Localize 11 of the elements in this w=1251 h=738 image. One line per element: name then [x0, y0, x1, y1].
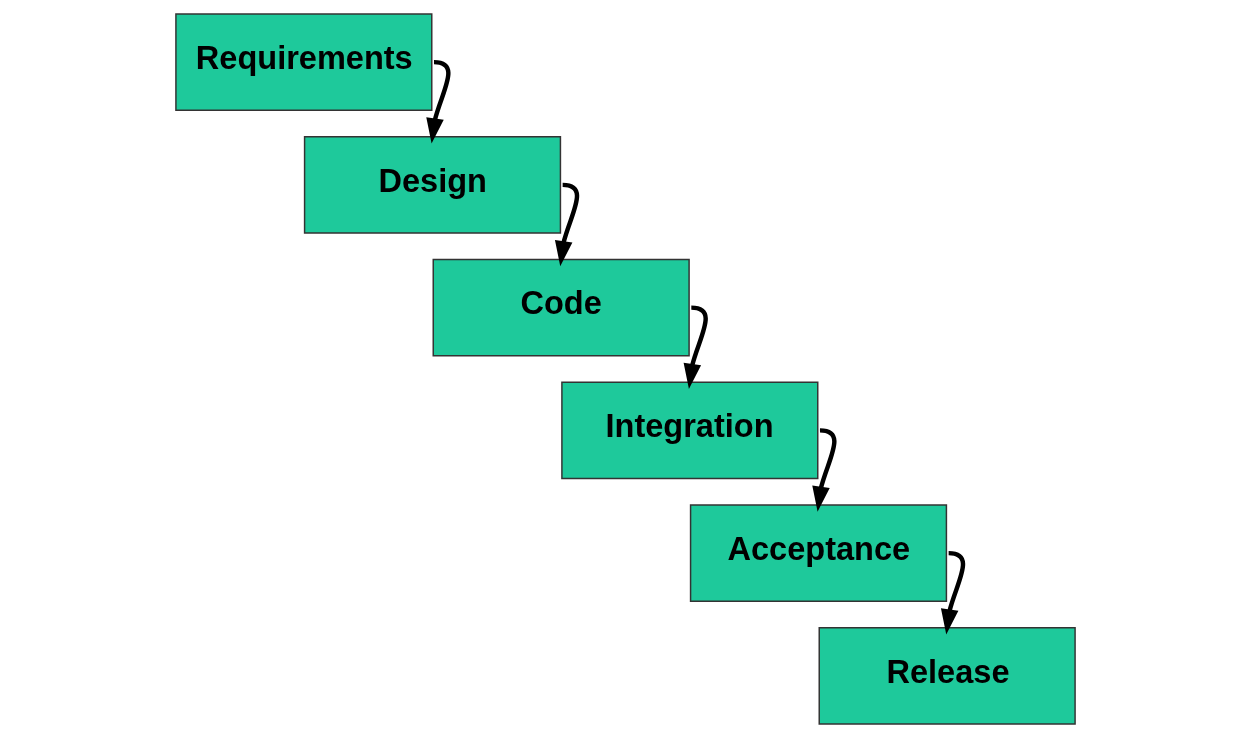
- node-box: Release: [818, 627, 1076, 725]
- arrow: [940, 550, 966, 635]
- arrow: [554, 182, 580, 267]
- node-box: Integration: [561, 381, 819, 480]
- node-box: Requirements: [175, 13, 433, 111]
- arrow: [812, 428, 837, 512]
- node-box: Design: [303, 136, 562, 234]
- node-box: Code: [432, 258, 690, 357]
- node-box: Acceptance: [689, 504, 948, 602]
- arrow: [426, 59, 451, 144]
- arrow: [683, 305, 708, 389]
